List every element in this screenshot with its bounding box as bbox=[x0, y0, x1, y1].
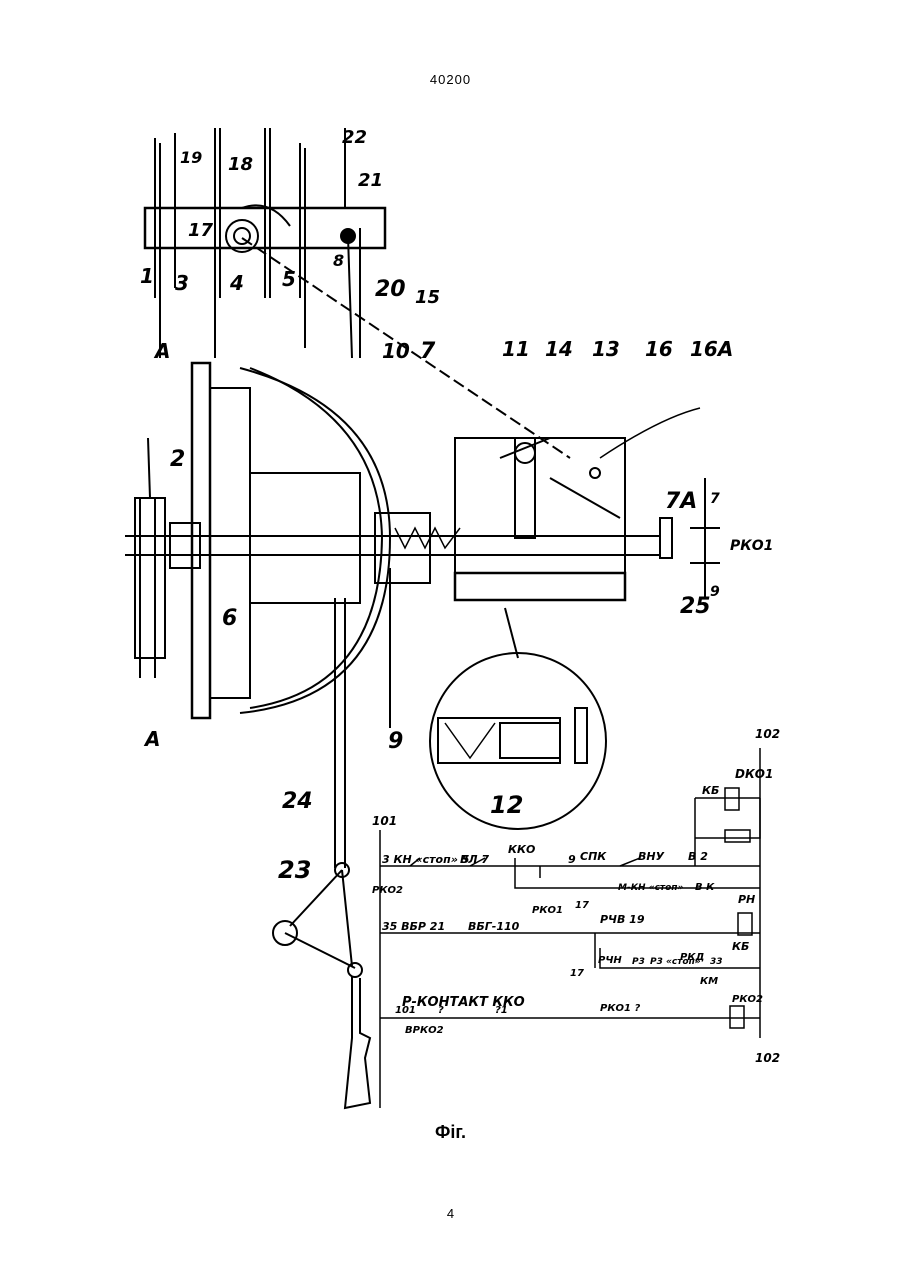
label-5: 5 bbox=[282, 267, 296, 291]
label-rko1: РКО1 bbox=[730, 538, 773, 554]
label-row3-h: КМ bbox=[700, 976, 718, 987]
technical-drawing: 1 2 3 4 5 6 7 7А 8 9 10 11 12 13 14 15 1… bbox=[120, 118, 790, 1118]
label-4: 4 bbox=[229, 271, 244, 295]
label-3: 3 bbox=[175, 271, 189, 295]
label-19: 19 bbox=[180, 148, 202, 167]
label-a-bottom: А bbox=[143, 727, 160, 751]
label-9: 9 bbox=[388, 729, 403, 754]
label-16a: 16А bbox=[690, 337, 733, 361]
label-row4-b: 101 bbox=[395, 1005, 416, 1016]
label-6: 6 bbox=[222, 606, 237, 631]
label-a-top: А bbox=[153, 339, 170, 363]
label-24: 24 bbox=[282, 789, 313, 814]
page-number: 4 bbox=[0, 1206, 901, 1221]
label-7-right: 7 bbox=[710, 491, 720, 507]
label-vk: В К bbox=[695, 882, 715, 893]
label-rko1-sub: РКО1 bbox=[532, 905, 563, 916]
label-row1-e: СПК bbox=[580, 850, 607, 863]
label-14: 14 bbox=[545, 337, 573, 361]
label-10: 10 bbox=[382, 339, 410, 363]
label-20: 20 bbox=[375, 277, 406, 302]
label-101: 101 bbox=[372, 814, 397, 828]
document-number: 40200 bbox=[0, 72, 901, 87]
label-17-sub: 17 bbox=[575, 900, 589, 911]
label-23: 23 bbox=[278, 856, 311, 884]
label-row3-b: РЧН bbox=[598, 955, 622, 966]
label-row4-e: РКО1 ? bbox=[600, 1003, 640, 1014]
label-18: 18 bbox=[228, 154, 253, 175]
label-row1-a: 3 КН «стоп» 5 bbox=[382, 853, 470, 866]
main-housing bbox=[135, 363, 390, 718]
label-row1-f: ВНУ bbox=[638, 850, 665, 863]
label-25: 25 bbox=[680, 594, 711, 619]
figure-caption: Фіг. bbox=[0, 1122, 901, 1143]
label-rko2: РКО2 bbox=[372, 885, 403, 896]
label-row2-b: ВБГ-110 bbox=[468, 920, 520, 933]
label-16: 16 bbox=[645, 337, 673, 361]
label-12: 12 bbox=[490, 791, 523, 819]
label-7a: 7А bbox=[665, 489, 697, 514]
lever-assembly bbox=[273, 598, 370, 1108]
label-row1-c: ККО bbox=[508, 843, 535, 856]
label-7: 7 bbox=[420, 339, 436, 364]
label-dko1: DКО1 bbox=[735, 767, 773, 781]
label-2: 2 bbox=[170, 447, 185, 472]
label-11: 11 bbox=[502, 337, 530, 361]
label-row3-e: РКД bbox=[680, 952, 705, 963]
label-rn: РН bbox=[738, 893, 755, 906]
label-21: 21 bbox=[358, 170, 383, 191]
label-row2-a: 35 ВБР 21 bbox=[382, 920, 445, 933]
label-row1-g: В 2 bbox=[688, 850, 708, 863]
label-kb-top: КБ bbox=[702, 784, 719, 797]
label-1: 1 bbox=[140, 264, 154, 288]
label-row1-d: 9 bbox=[568, 853, 576, 866]
main-shaft bbox=[125, 408, 720, 728]
label-9-right: 9 bbox=[710, 584, 720, 600]
circuit-labels: 102 102 101 DКО1 КБ 3 КН «стоп» 5 ВЛ 7 К… bbox=[372, 727, 780, 1065]
label-mkn-stop: М-КН «стоп» bbox=[618, 883, 684, 893]
label-row4-d: ?1 bbox=[495, 1005, 508, 1016]
label-22: 22 bbox=[342, 127, 367, 148]
label-row3-f: 33 bbox=[710, 957, 723, 967]
label-13: 13 bbox=[592, 337, 620, 361]
label-17: 17 bbox=[188, 220, 214, 241]
label-row4-f: РКО2 bbox=[732, 994, 763, 1005]
label-102-top: 102 bbox=[755, 727, 780, 741]
label-row2-c: РЧВ 19 bbox=[600, 913, 645, 926]
label-row1-b: ВЛ 7 bbox=[460, 853, 489, 866]
label-102-bottom: 102 bbox=[755, 1051, 780, 1065]
label-15: 15 bbox=[415, 287, 440, 308]
label-row3-g: КБ bbox=[732, 940, 749, 953]
label-8: 8 bbox=[333, 251, 344, 270]
label-vrko2: ВРКО2 bbox=[405, 1025, 444, 1036]
label-row4-c: ? bbox=[438, 1005, 444, 1016]
label-row3-c: Р3 bbox=[632, 957, 645, 967]
label-row3-a: 17 bbox=[570, 968, 584, 979]
